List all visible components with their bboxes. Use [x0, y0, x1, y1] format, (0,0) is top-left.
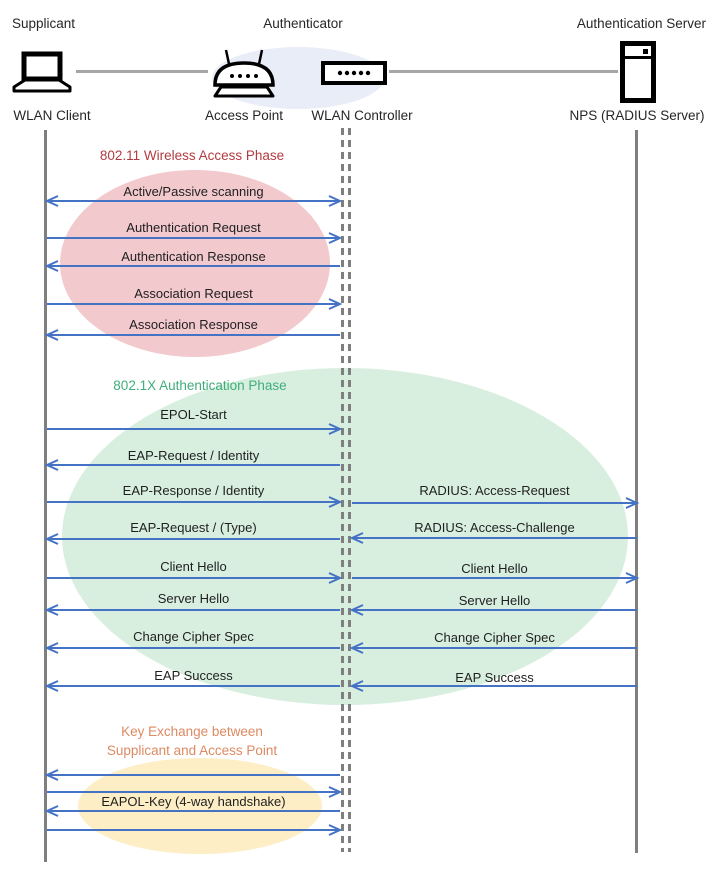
message-label: RADIUS: Access-Challenge: [414, 520, 575, 535]
message-arrow: [44, 805, 340, 817]
message-arrow: [47, 786, 343, 798]
message-arrow: [44, 329, 340, 341]
message-label: Authentication Request: [126, 220, 261, 235]
message-arrow: [349, 532, 637, 544]
message-label: EAP Success: [455, 670, 534, 685]
controller-lifeline-left: [341, 128, 344, 852]
supplicant-lifeline: [44, 130, 47, 862]
message-arrow: [349, 680, 637, 692]
wlan-controller-icon: [321, 61, 387, 85]
message-label: Client Hello: [160, 559, 227, 574]
controller-lifeline-right: [348, 128, 351, 852]
message-label: Server Hello: [458, 593, 531, 608]
message-arrow: [44, 680, 340, 692]
message-arrow: [47, 572, 343, 584]
device-label-wlan-client: WLAN Client: [13, 108, 91, 123]
message-arrow: [44, 533, 340, 545]
message-arrow: [44, 195, 343, 207]
message-arrow: [352, 497, 640, 509]
server-lifeline: [635, 130, 638, 853]
message-label: RADIUS: Access-Request: [419, 483, 570, 498]
message-arrow: [44, 769, 340, 781]
message-arrow: [44, 260, 340, 272]
message-arrow: [349, 642, 637, 654]
message-arrow: [47, 496, 343, 508]
actor-role-authenticator: Authenticator: [263, 16, 343, 31]
message-label: EAP Success: [154, 668, 233, 683]
message-label: EAPOL-Key (4-way handshake): [101, 794, 286, 809]
message-label: Client Hello: [461, 561, 528, 576]
phase-title-80211-wireless-access: 802.11 Wireless Access Phase: [99, 148, 285, 163]
message-arrow: [47, 298, 343, 310]
actor-role-supplicant: Supplicant: [12, 16, 76, 31]
message-arrow: [44, 604, 340, 616]
message-label: EAP-Response / Identity: [122, 483, 265, 498]
connector-line: [389, 70, 618, 73]
message-label: Authentication Response: [121, 249, 266, 264]
message-label: EPOL-Start: [160, 407, 227, 422]
message-arrow: [47, 232, 343, 244]
message-label: Server Hello: [157, 591, 230, 606]
message-label: Change Cipher Spec: [434, 630, 555, 645]
message-label: Change Cipher Spec: [133, 629, 254, 644]
message-arrow: [47, 824, 343, 836]
phase-title-key-exchange: Key Exchange between Supplicant and Acce…: [106, 724, 278, 758]
device-label-nps-radius-server: NPS (RADIUS Server): [569, 108, 705, 123]
phase-title-8021x-authentication: 802.1X Authentication Phase: [113, 378, 287, 393]
server-icon: [620, 41, 656, 103]
laptop-icon: [12, 51, 72, 93]
message-label: Association Request: [134, 286, 253, 301]
message-arrow: [44, 642, 340, 654]
device-label-access-point: Access Point: [204, 108, 284, 123]
wireless-router-icon: [213, 49, 275, 98]
message-arrow: [44, 459, 340, 471]
connector-line: [76, 70, 208, 73]
message-label: EAP-Request / Identity: [127, 448, 260, 463]
message-label: Association Response: [129, 317, 258, 332]
actor-role-authentication-server: Authentication Server: [576, 16, 706, 31]
device-label-wlan-controller: WLAN Controller: [311, 108, 413, 123]
message-arrow: [352, 572, 640, 584]
message-arrow: [349, 604, 637, 616]
message-label: Active/Passive scanning: [123, 184, 264, 199]
message-label: EAP-Request / (Type): [130, 520, 257, 535]
message-arrow: [47, 423, 343, 435]
